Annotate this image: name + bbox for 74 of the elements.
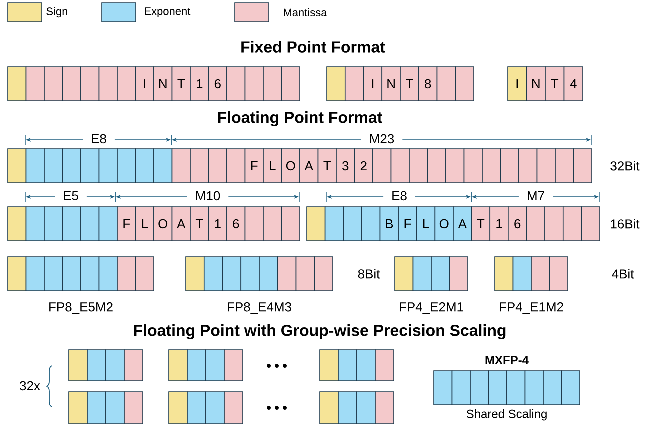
cell-letter: O [158, 219, 168, 229]
cell-letter: I [372, 80, 374, 88]
cell-letter: T [178, 80, 186, 88]
dimension-label: M10 [187, 191, 229, 201]
cell-letter: A [304, 162, 314, 170]
section-heading: Floating Point with Group-wise Precision Scaling [134, 324, 506, 340]
cell-letter: 6 [514, 219, 521, 229]
bit-register [434, 356, 580, 421]
cell-letter: F [404, 220, 412, 228]
cell-letter: T [551, 80, 559, 88]
bit-register [68, 392, 144, 424]
dimension-label: E8 [83, 134, 115, 144]
legend-label: Exponent [145, 8, 191, 18]
cell-letter: 2 [360, 161, 367, 171]
bit-register [326, 66, 474, 102]
cell-letter: 1 [197, 80, 203, 88]
cell-letter: B [386, 220, 394, 228]
cell-letter: T [477, 220, 485, 228]
cell-letter: I [516, 80, 518, 88]
dimension-label: E8 [384, 191, 416, 201]
cell-letter: T [406, 80, 414, 88]
bit-register [394, 256, 468, 314]
side-label: 32x [20, 381, 40, 391]
dimension-label: M7 [518, 192, 554, 200]
cell-letter: 3 [342, 161, 349, 171]
legend-label: Sign [46, 7, 68, 18]
cell-letter: 6 [233, 219, 240, 229]
bit-register [8, 148, 592, 184]
cell-letter: 4 [570, 80, 577, 88]
bit-register [508, 66, 584, 102]
bit-register [494, 256, 568, 314]
cell-letter: N [160, 80, 167, 88]
format-label: FP8_E5M2 [50, 302, 113, 314]
cell-letter: A [458, 220, 467, 228]
cell-letter: T [324, 162, 332, 170]
bit-register [8, 256, 154, 314]
bit-register [186, 256, 334, 314]
register-caption: Shared Scaling [466, 410, 547, 421]
side-label: 8Bit [358, 269, 380, 279]
cell-letter: F [251, 162, 258, 170]
cell-letter: O [286, 161, 296, 171]
section-heading: Fixed Point Format [242, 41, 386, 53]
bit-register [168, 350, 244, 382]
section-heading: Floating Point Format [218, 112, 382, 126]
format-label: FP8_E4M3 [228, 302, 292, 314]
register-heading: MXFP-4 [486, 356, 529, 364]
bit-register [306, 206, 600, 242]
side-label: 4Bit [612, 269, 634, 279]
dimension-label: E5 [55, 191, 87, 201]
format-label: FP4_E2M1 [400, 302, 464, 314]
bit-register [8, 206, 300, 242]
cell-letter: N [388, 80, 395, 88]
cell-letter: N [532, 80, 540, 88]
cell-letter: L [142, 220, 148, 228]
bit-register [320, 350, 394, 382]
cell-letter: 1 [215, 220, 221, 228]
bit-register [68, 350, 144, 382]
cell-letter: T [196, 220, 204, 228]
cell-letter: 8 [425, 79, 432, 89]
cell-letter: I [144, 80, 146, 88]
cell-letter: A [177, 220, 186, 228]
dimension-label: M23 [361, 134, 403, 144]
bit-register [320, 392, 394, 424]
side-label: 32Bit [610, 161, 640, 171]
cell-letter: L [270, 162, 276, 170]
cell-letter: F [124, 220, 130, 228]
format-label: FP4_E1M2 [500, 302, 564, 314]
bit-register [8, 66, 300, 102]
bit-register [168, 392, 244, 424]
cell-letter: O [440, 219, 449, 229]
cell-letter: 6 [214, 79, 221, 89]
legend-label: Mantissa [284, 8, 328, 17]
cell-letter: L [423, 220, 430, 228]
cell-letter: 1 [496, 220, 502, 228]
